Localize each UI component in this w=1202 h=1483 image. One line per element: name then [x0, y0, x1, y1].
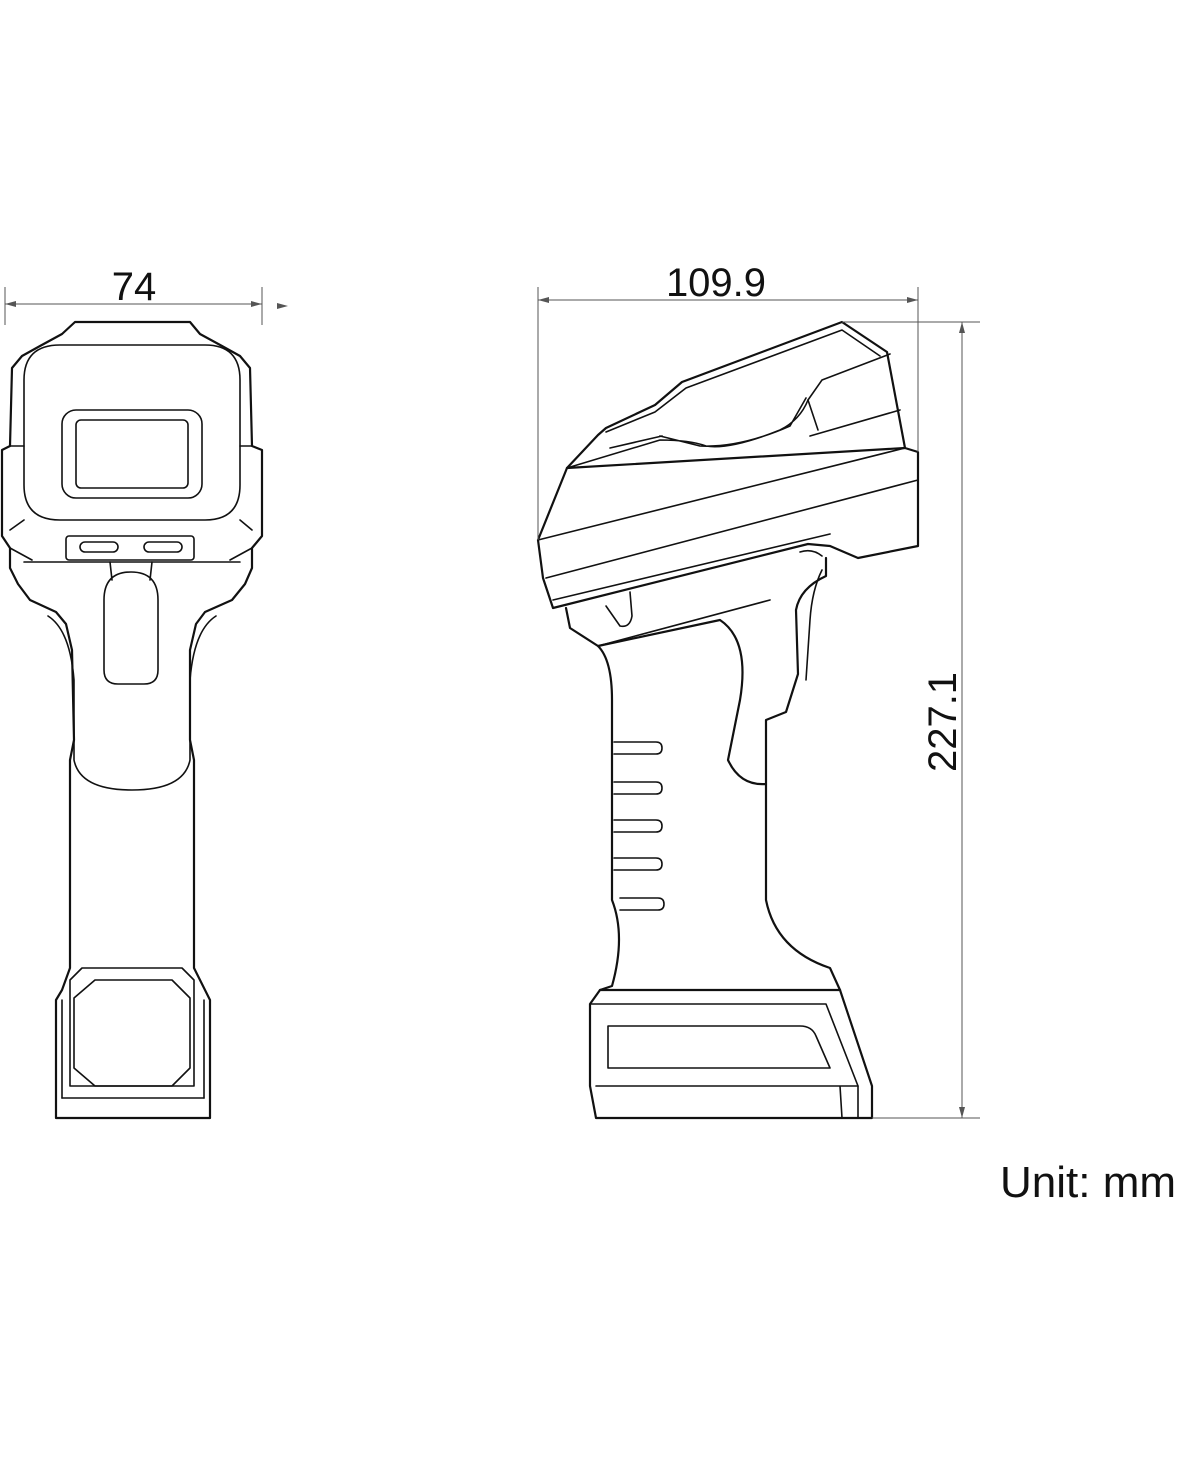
front-battery-inner: [73, 979, 191, 1087]
front-head-outline: [0, 320, 264, 1120]
side-battery-top: [589, 1003, 859, 1087]
front-trigger: [103, 571, 159, 685]
front-scan-window-outer: [61, 409, 203, 499]
side-head-slab: [536, 446, 920, 610]
side-battery-foot: [595, 1085, 859, 1119]
front-shoulder-right: [229, 445, 253, 561]
front-battery-outer: [69, 967, 195, 1087]
front-head-inner: [23, 344, 241, 521]
side-head-contour-2: [609, 399, 901, 449]
front-battery-sides: [61, 999, 205, 1099]
side-handle: [596, 644, 621, 992]
unit-label: Unit: mm: [1000, 1158, 1176, 1207]
side-trigger: [605, 591, 633, 628]
side-battery-window: [607, 1025, 831, 1069]
side-battery: [588, 988, 874, 1120]
side-slab-line-3: [552, 533, 831, 601]
width-label: 74: [112, 265, 157, 309]
side-head-top-inner: [605, 329, 881, 433]
side-handle-back: [764, 782, 842, 992]
front-view: [0, 320, 264, 1120]
width-dimension: 74: [4, 265, 288, 325]
side-grip-ridges: [613, 741, 665, 911]
height-label: 227.1: [921, 672, 965, 772]
front-slot-strip: [65, 535, 195, 561]
front-scan-window-inner: [75, 419, 189, 489]
front-slot-left: [79, 541, 119, 553]
front-trigger-stem: [109, 561, 153, 581]
front-shoulder-left: [9, 445, 33, 561]
height-dimension: 227.1: [842, 321, 980, 1119]
front-handle-inner: [47, 615, 217, 791]
side-head-contour: [566, 353, 891, 469]
depth-label: 109.9: [666, 261, 766, 305]
side-guard-line: [597, 599, 771, 647]
side-head-top: [565, 320, 907, 470]
front-slot-right: [143, 541, 183, 553]
side-trigger-ring: [799, 549, 823, 681]
side-view: [536, 320, 920, 1120]
depth-dimension: 109.9: [537, 261, 919, 540]
side-trigger-guard: [564, 556, 828, 786]
side-slab-line-2: [545, 479, 919, 579]
side-slab-line: [537, 447, 906, 541]
